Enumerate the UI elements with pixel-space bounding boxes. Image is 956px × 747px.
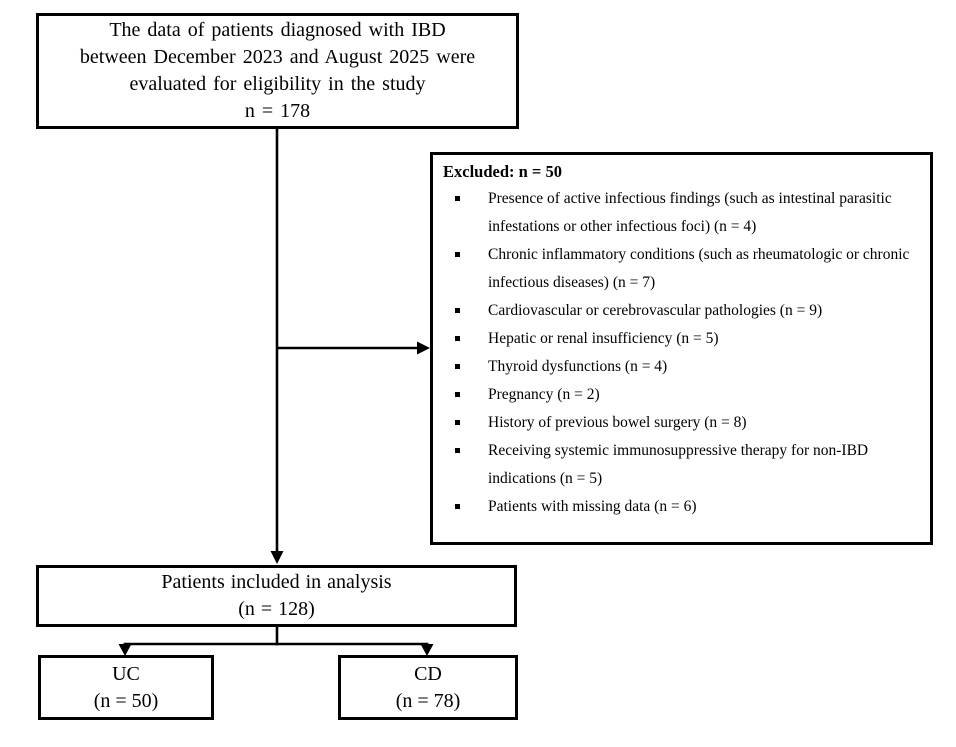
eligibility-text: The data of patients diagnosed with IBD …: [79, 19, 476, 122]
excluded-item-text: Cardiovascular or cerebrovascular pathol…: [488, 302, 823, 319]
excluded-title: Excluded: n = 50: [443, 162, 562, 181]
excluded-item: Chronic inflammatory conditions (such as…: [455, 241, 922, 297]
excluded-item-text: History of previous bowel surgery (n = 8…: [488, 414, 747, 431]
eligibility-box: The data of patients diagnosed with IBD …: [36, 13, 519, 129]
excluded-item: Thyroid dysfunctions (n = 4): [455, 353, 922, 381]
included-box: Patients included in analysis (n = 128): [36, 565, 517, 627]
excluded-item: Cardiovascular or cerebrovascular pathol…: [455, 297, 922, 325]
excluded-item-text: Hepatic or renal insufficiency (n = 5): [488, 330, 719, 347]
branch-to-uc-cd: [118, 627, 434, 656]
excluded-item: Receiving systemic immunosuppressive the…: [455, 437, 922, 493]
excluded-item: Patients with missing data (n = 6): [455, 493, 922, 521]
excluded-box: Excluded: n = 50 Presence of active infe…: [430, 152, 933, 545]
cd-text: CD (n = 78): [395, 662, 461, 712]
uc-text: UC (n = 50): [93, 662, 159, 712]
arrow-to-excluded: [277, 341, 430, 355]
included-text: Patients included in analysis (n = 128): [161, 571, 392, 620]
excluded-item-text: Presence of active infectious findings (…: [488, 190, 892, 235]
excluded-item-text: Pregnancy (n = 2): [488, 386, 600, 403]
excluded-item: Pregnancy (n = 2): [455, 381, 922, 409]
excluded-item-text: Receiving systemic immunosuppressive the…: [488, 442, 869, 487]
excluded-item-text: Thyroid dysfunctions (n = 4): [488, 358, 668, 375]
excluded-item: Presence of active infectious findings (…: [455, 185, 922, 241]
excluded-item: Hepatic or renal insufficiency (n = 5): [455, 325, 922, 353]
cd-box: CD (n = 78): [338, 655, 518, 720]
excluded-item: History of previous bowel surgery (n = 8…: [455, 409, 922, 437]
excluded-item-text: Chronic inflammatory conditions (such as…: [488, 246, 910, 291]
excluded-list: Presence of active infectious findings (…: [443, 185, 922, 521]
uc-box: UC (n = 50): [38, 655, 214, 720]
arrow-eligibility-to-included: [270, 129, 284, 564]
excluded-item-text: Patients with missing data (n = 6): [488, 498, 697, 515]
